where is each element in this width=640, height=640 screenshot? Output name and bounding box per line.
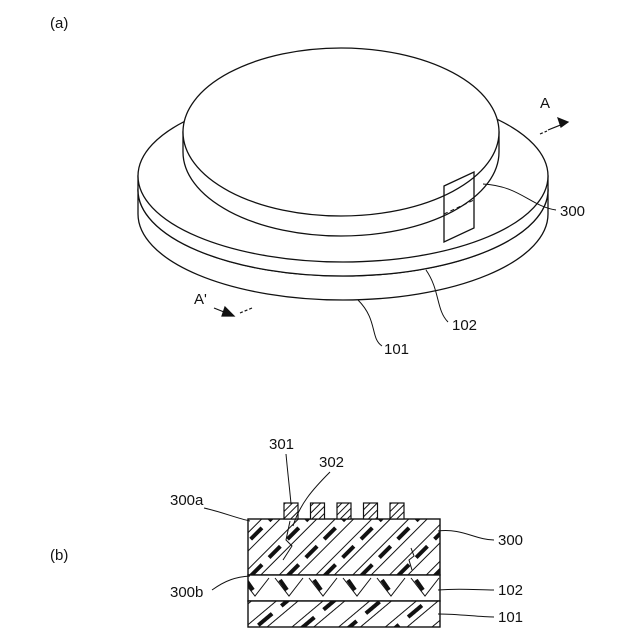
leader-300-b — [438, 531, 494, 540]
label-300b: 300b — [170, 584, 203, 601]
pattern-element — [284, 503, 298, 519]
leader-101-b — [438, 614, 494, 617]
upper-substrate-section — [248, 575, 440, 601]
section-bottom-arrowhead — [222, 307, 234, 316]
lower-substrate-section — [248, 601, 440, 627]
panel-b-label: (b) — [50, 547, 68, 564]
section-mark-bottom — [214, 307, 252, 316]
leader-300b — [212, 576, 250, 590]
pattern-element — [337, 503, 351, 519]
leader-301 — [286, 454, 291, 504]
leader-300a — [204, 508, 250, 521]
callout-102-a: 102 — [452, 317, 477, 334]
panel-b: (b) 301 302 300a 300b 300 102 101 — [50, 436, 523, 627]
section-label-bottom: A' — [194, 291, 207, 308]
panel-a: (a) A — [50, 15, 585, 358]
leader-101-a — [358, 300, 382, 346]
section-label-top: A — [540, 95, 550, 112]
label-101-b: 101 — [498, 609, 523, 626]
callout-101-a: 101 — [384, 341, 409, 358]
pattern-element — [390, 503, 404, 519]
label-302: 302 — [319, 454, 344, 471]
leader-102-b — [438, 589, 494, 590]
label-102-b: 102 — [498, 582, 523, 599]
layer-disk-top — [183, 48, 499, 216]
section-top-tick — [540, 131, 547, 134]
pattern-element — [364, 503, 378, 519]
label-300a: 300a — [170, 492, 204, 509]
label-300-b: 300 — [498, 532, 523, 549]
layer-disk — [183, 48, 499, 236]
label-301: 301 — [269, 436, 294, 453]
panel-a-label: (a) — [50, 15, 68, 32]
pattern-element — [311, 503, 325, 519]
callout-300-a: 300 — [560, 203, 585, 220]
section-bottom-tick — [240, 308, 252, 313]
section-mark-top — [540, 118, 568, 134]
